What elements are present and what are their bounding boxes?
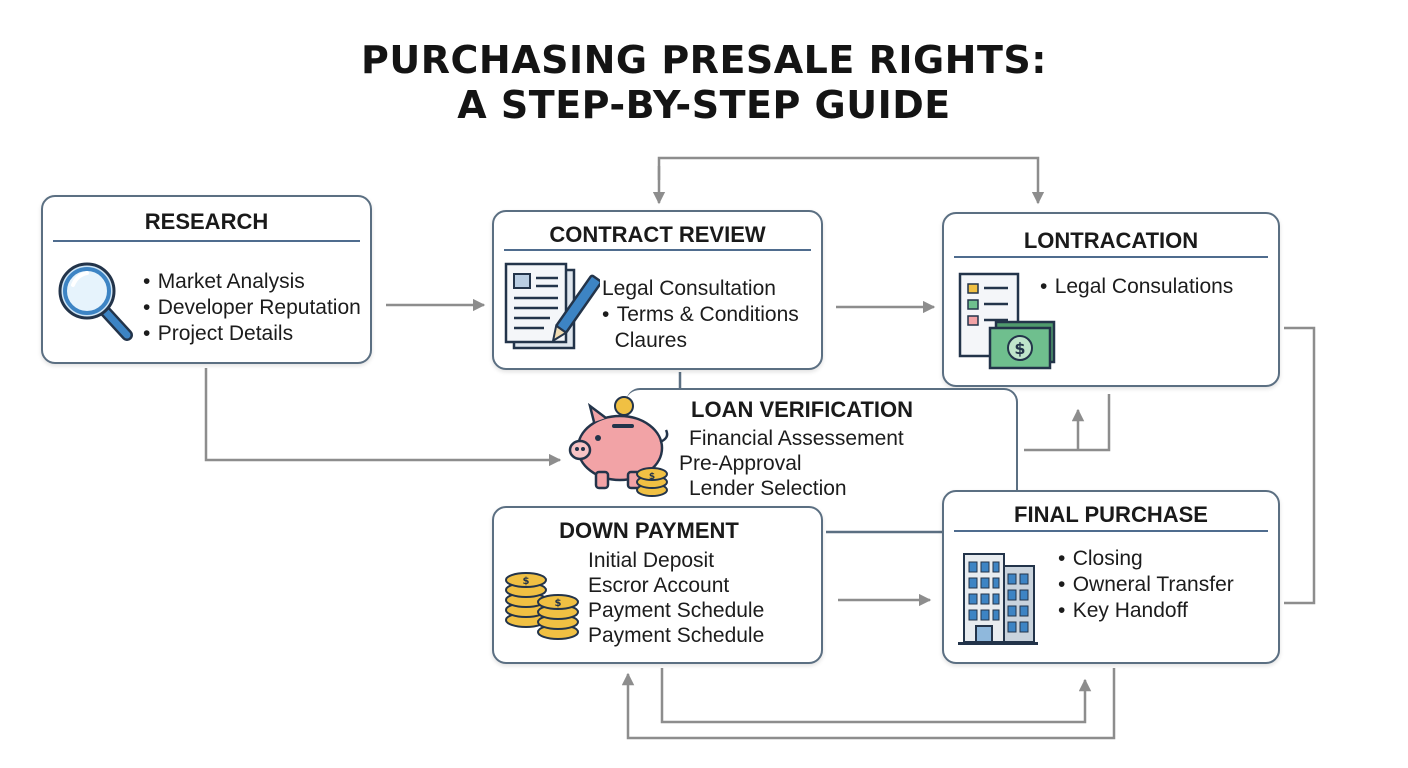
step-final-purchase-heading: FINAL PURCHASE: [1014, 502, 1208, 527]
page-title-line-2: A STEP-BY-STEP GUIDE: [457, 83, 951, 127]
step-research-heading: RESEARCH: [144, 209, 269, 234]
arrow-bottom-outer-loop: [621, 668, 1116, 740]
step-down-payment-heading: DOWN PAYMENT: [559, 518, 739, 543]
step-lontraction: LONTRACATION $ Legal Consulations: [942, 212, 1280, 387]
piggy-bank-icon: $: [568, 396, 669, 497]
step-final-purchase-divider: [954, 530, 1268, 532]
research-item: Developer Reputation: [143, 295, 361, 321]
arrow-loan-up-to-lontraction: [1024, 394, 1111, 452]
lontraction-item: Legal Consulations: [1040, 274, 1234, 300]
office-building-icon: [958, 553, 1038, 645]
research-item: Market Analysis: [143, 269, 361, 295]
down-payment-item: Payment Schedule: [588, 624, 765, 647]
step-contract-review-divider: [504, 249, 811, 251]
arrow-bottom-inner-loop: [660, 668, 1092, 724]
svg-text:$: $: [555, 598, 562, 609]
arrow-right-loop: [1284, 326, 1316, 605]
coin-stacks-icon: $ $: [505, 572, 579, 640]
step-research-divider: [53, 240, 360, 242]
magnifying-glass-icon: [58, 262, 133, 341]
final-purchase-item: Owneral Transfer: [1058, 572, 1234, 598]
step-final-purchase: FINAL PURCHASE Closing Owneral Transfer …: [942, 490, 1280, 664]
loan-verification-item: Lender Selection: [689, 477, 847, 500]
down-payment-item: Payment Schedule: [588, 599, 765, 622]
svg-text:$: $: [649, 472, 655, 482]
step-down-payment: DOWN PAYMENT $ $ Initial Deposit Escror …: [492, 506, 823, 664]
step-lontraction-divider: [954, 256, 1268, 258]
final-purchase-item: Key Handoff: [1058, 598, 1234, 624]
arrow-research-to-loan: [204, 368, 562, 467]
contract-review-item: Claures: [614, 329, 687, 352]
document-money-icon: $: [958, 272, 1056, 370]
step-loan-verification: [626, 388, 1018, 506]
loan-verification-item: Pre-Approval: [679, 452, 802, 475]
research-item: Project Details: [143, 321, 361, 347]
step-loan-verification-heading: LOAN VERIFICATION: [691, 397, 914, 422]
svg-text:$: $: [1014, 339, 1025, 358]
arrow-top-loop: [657, 156, 1045, 205]
down-payment-item: Initial Deposit: [588, 549, 715, 572]
loan-verification-item: Financial Assessement: [689, 427, 904, 450]
document-pen-icon: [504, 262, 600, 350]
svg-text:$: $: [523, 576, 530, 587]
step-research: RESEARCH Market Analysis Developer Reput…: [41, 195, 372, 364]
contract-review-item: Legal Consultation: [602, 277, 776, 300]
contract-review-item: Terms & Conditions: [602, 302, 799, 328]
final-purchase-item: Closing: [1058, 546, 1234, 572]
step-contract-review: CONTRACT REVIEW Legal Consultation Terms…: [492, 210, 823, 370]
down-payment-item: Escror Account: [588, 574, 730, 597]
page-title-line-1: PURCHASING PRESALE RIGHTS:: [361, 38, 1047, 82]
step-lontraction-heading: LONTRACATION: [1023, 228, 1199, 253]
step-contract-review-heading: CONTRACT REVIEW: [549, 222, 766, 247]
